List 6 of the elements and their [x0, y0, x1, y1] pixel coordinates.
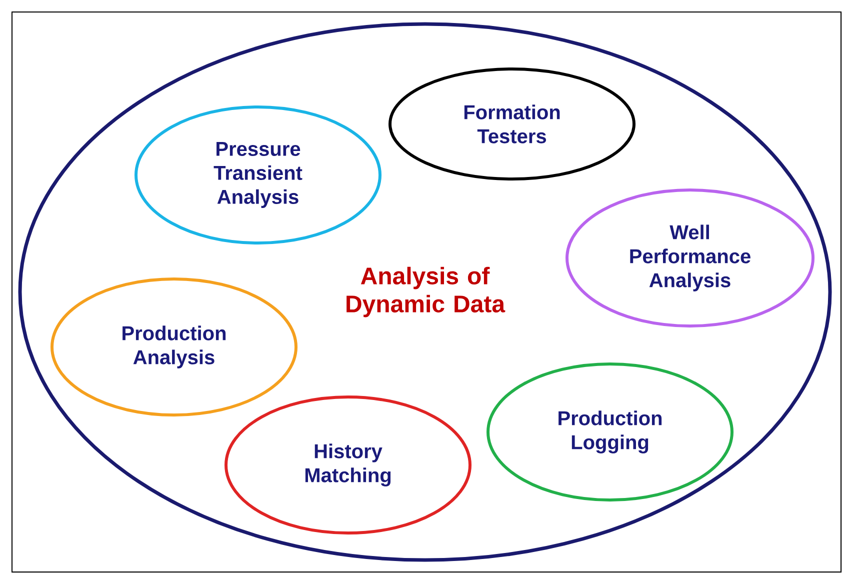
- ellipse-bubble: Pressure Transient Analysis: [134, 106, 382, 244]
- ellipse-bubble: Production Analysis: [50, 278, 298, 416]
- ellipse-bubble: History Matching: [224, 396, 472, 534]
- ellipse-bubble: Production Logging: [486, 362, 734, 502]
- ellipse-bubble: Formation Testers: [388, 68, 636, 180]
- ellipse-bubble: Well Performance Analysis: [566, 188, 814, 328]
